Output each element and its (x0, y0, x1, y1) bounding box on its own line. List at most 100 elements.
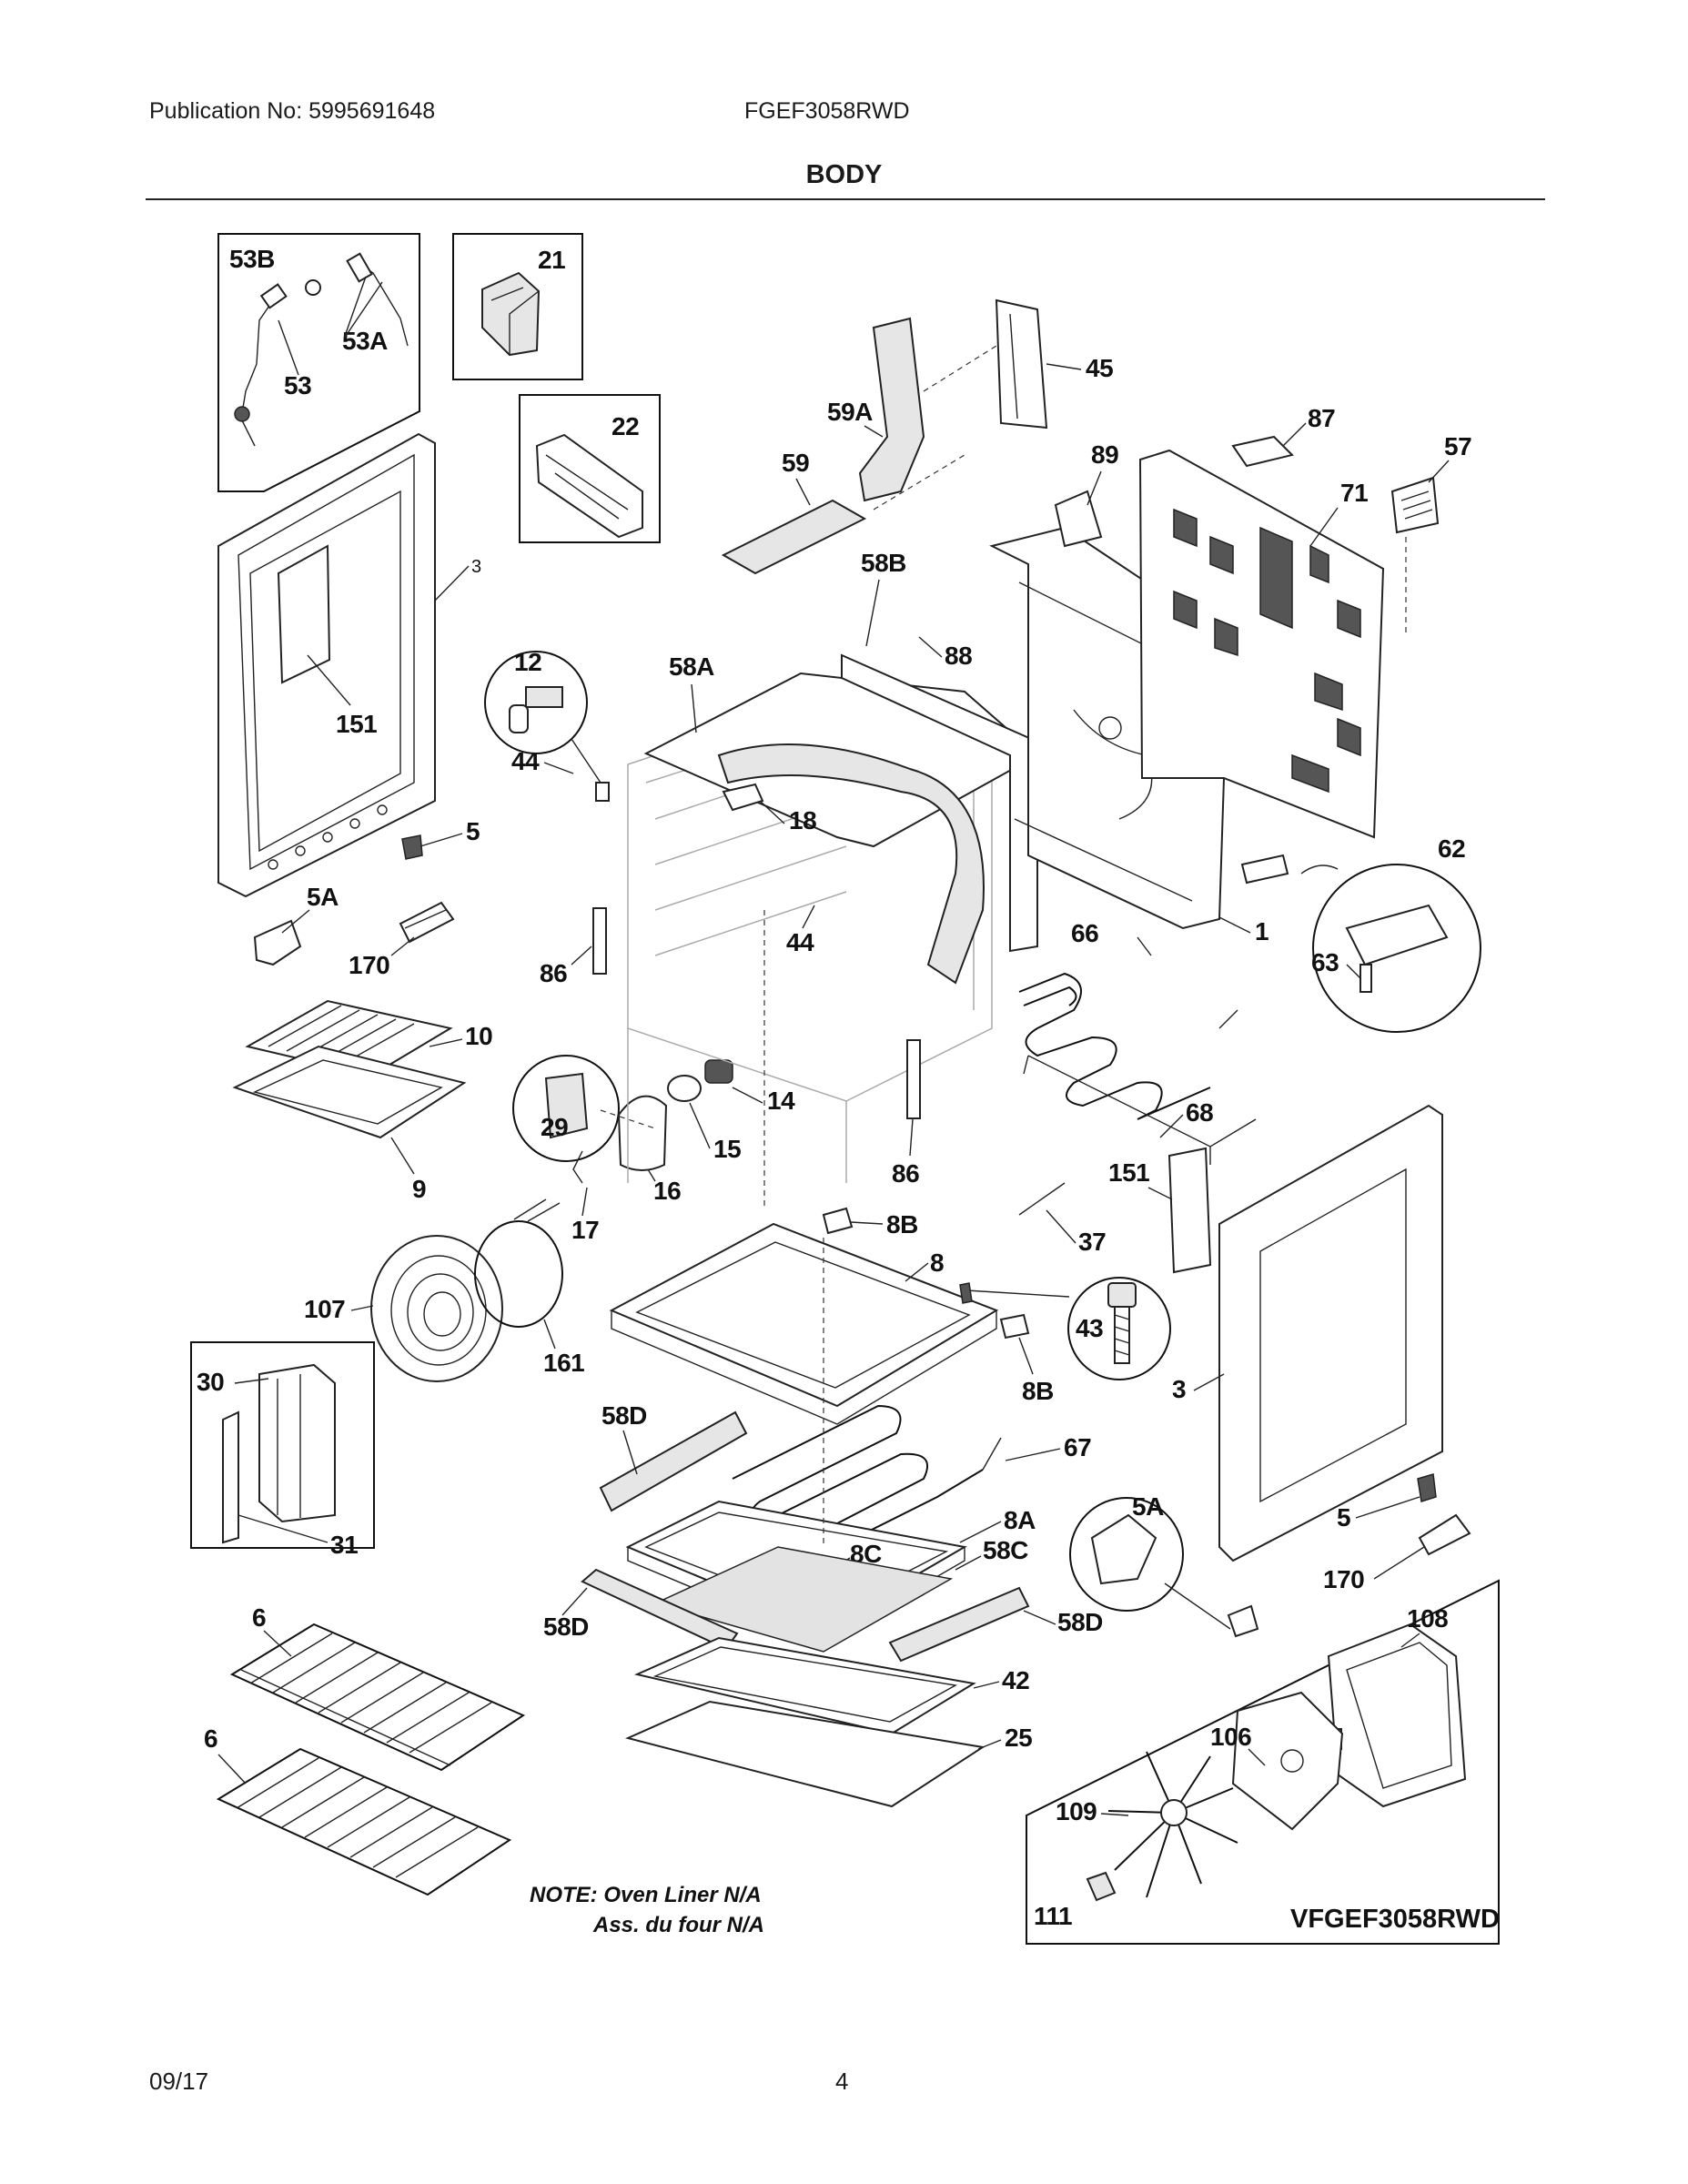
label-108: 108 (1407, 1604, 1448, 1633)
label-63: 63 (1311, 948, 1339, 976)
part-170-left (399, 901, 455, 944)
label-109: 109 (1056, 1797, 1097, 1825)
oven-rack-upper (229, 1623, 526, 1772)
lamp-bulb-15 (667, 1075, 702, 1102)
label-42: 42 (1002, 1666, 1029, 1694)
screw-43-inset (1067, 1277, 1171, 1380)
note-line-1: NOTE: Oven Liner N/A (530, 1883, 762, 1907)
note-line-2: Ass. du four N/A (592, 1913, 764, 1937)
inset-part-21 (452, 233, 583, 380)
label-151-right: 151 (1108, 1158, 1149, 1187)
bracket-8b-top (822, 1207, 854, 1235)
duct-59a (858, 317, 925, 502)
label-3-right: 3 (1172, 1375, 1186, 1403)
label-58d-left: 58D (543, 1613, 589, 1641)
plate-87 (1231, 435, 1294, 468)
left-side-panel (217, 432, 436, 898)
bake-element-66 (1018, 936, 1238, 1120)
inset-oven-sensor (217, 233, 420, 492)
label-44-b: 44 (786, 928, 814, 956)
part-5a-right (1227, 1604, 1259, 1638)
label-87: 87 (1308, 404, 1335, 432)
label-106: 106 (1210, 1723, 1251, 1751)
part-5a-right-inset (1069, 1497, 1184, 1612)
cover-57 (1390, 476, 1440, 534)
duct-59 (721, 499, 867, 575)
section-title: BODY (805, 160, 883, 189)
label-151-left: 151 (336, 710, 377, 738)
insulation-58c (652, 1546, 954, 1653)
kit-model-label: VFGEF3058RWD (1290, 1905, 1500, 1934)
label-58b: 58B (861, 549, 906, 577)
label-111: 111 (1034, 1902, 1072, 1930)
label-58a: 58A (669, 652, 714, 681)
label-43: 43 (1076, 1314, 1103, 1342)
label-16: 16 (653, 1177, 681, 1205)
bracket-8b-bottom (999, 1313, 1030, 1340)
label-37: 37 (1078, 1228, 1106, 1256)
label-57: 57 (1444, 432, 1471, 460)
label-68: 68 (1186, 1098, 1213, 1127)
label-45: 45 (1086, 354, 1113, 382)
terminal-block (1240, 854, 1289, 885)
label-53: 53 (284, 371, 311, 399)
label-58d-top: 58D (601, 1401, 647, 1430)
label-8: 8 (930, 1249, 944, 1277)
model-number: FGEF3058RWD (744, 98, 910, 124)
clip-17 (572, 1150, 583, 1184)
element-shield-68 (1023, 1055, 1257, 1165)
bottom-panel-42 (633, 1636, 976, 1735)
insulation-58d-right (888, 1586, 1030, 1663)
insulation-58d-left (599, 1410, 748, 1512)
publication-number: Publication No: 5995691648 (149, 98, 436, 124)
gasket-161 (474, 1198, 563, 1328)
label-15: 15 (713, 1135, 741, 1163)
label-17: 17 (571, 1216, 599, 1244)
part-12-inset (484, 651, 588, 754)
bracket-89 (1054, 490, 1103, 548)
arrow-62 (1300, 864, 1339, 875)
screw-43-small (959, 1282, 973, 1304)
label-5-right: 5 (1337, 1503, 1350, 1532)
label-58c: 58C (983, 1536, 1028, 1564)
label-66: 66 (1071, 919, 1098, 947)
footer-page-number: 4 (835, 2068, 849, 2095)
label-8b-top: 8B (886, 1210, 918, 1239)
label-88: 88 (945, 642, 972, 670)
wire-37 (1018, 1182, 1066, 1216)
bracket-86-right (906, 1039, 921, 1119)
label-31: 31 (330, 1531, 358, 1559)
lamp-cover-16 (617, 1095, 668, 1171)
oven-insulation-top (643, 653, 1039, 985)
label-1: 1 (1255, 917, 1269, 945)
label-6-top: 6 (252, 1603, 266, 1632)
label-21: 21 (538, 246, 565, 274)
label-53a: 53A (342, 327, 388, 355)
label-170-right: 170 (1323, 1565, 1364, 1593)
label-53b: 53B (229, 245, 275, 273)
label-62: 62 (1438, 834, 1465, 863)
label-44-a: 44 (511, 747, 540, 775)
label-86-left: 86 (540, 959, 567, 987)
bracket-151-right (1167, 1147, 1212, 1274)
inset-part-30-31 (190, 1341, 375, 1549)
label-8a: 8A (1004, 1506, 1036, 1534)
right-side-panel (1218, 1104, 1443, 1562)
insulation-58d-front (581, 1568, 739, 1651)
oven-bottom-8 (609, 1222, 999, 1425)
part-62-inset (1312, 864, 1481, 1033)
part-5a-left (253, 919, 302, 966)
footer-date: 09/17 (149, 2068, 209, 2095)
part-29-inset (512, 1055, 620, 1162)
part-5-right (1417, 1473, 1437, 1502)
label-8b-bottom: 8B (1022, 1377, 1054, 1405)
label-22: 22 (612, 412, 639, 440)
label-170-left: 170 (349, 951, 389, 979)
label-161: 161 (543, 1349, 584, 1377)
header-rule (146, 198, 1545, 200)
label-12: 12 (514, 648, 541, 676)
label-5a-right: 5A (1132, 1492, 1164, 1521)
back-cover-71 (1138, 449, 1385, 839)
label-107: 107 (304, 1295, 345, 1323)
